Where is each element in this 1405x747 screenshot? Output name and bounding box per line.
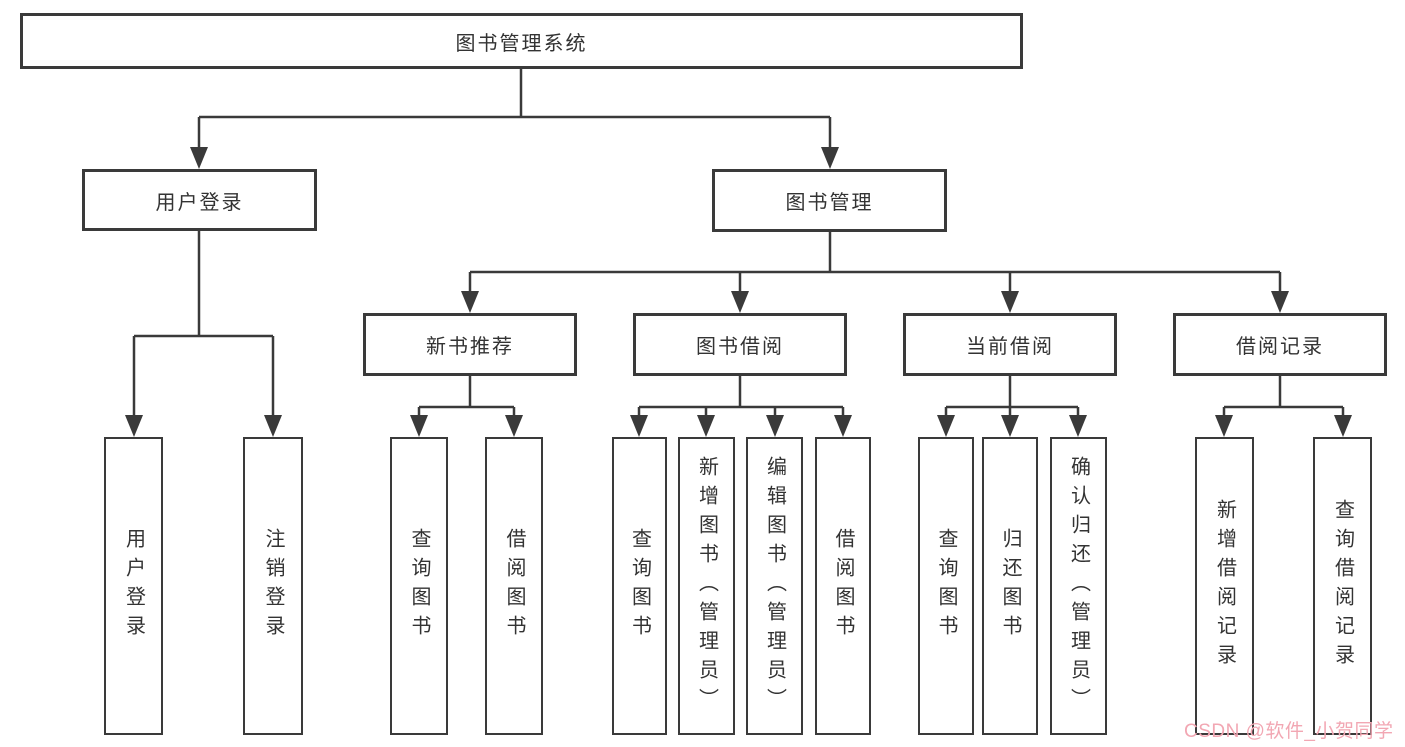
- node-borrow-record-label: 借阅记录: [1236, 336, 1324, 358]
- leaf-logout-label: 注销登录: [262, 528, 284, 644]
- node-current-borrow: 当前借阅: [903, 313, 1117, 376]
- leaf-recommend-query-books-label: 查询图书: [408, 528, 430, 644]
- leaf-current-query-books-label: 查询图书: [935, 528, 957, 644]
- node-book-borrow-label: 图书借阅: [696, 336, 784, 358]
- node-new-book-recommend-label: 新书推荐: [426, 336, 514, 358]
- leaf-borrow-query-books-label: 查询图书: [628, 528, 651, 644]
- leaf-add-books-admin: 新增图书（管理员）: [678, 437, 735, 735]
- leaf-current-query-books: 查询图书: [918, 437, 974, 735]
- leaf-return-books: 归还图书: [982, 437, 1038, 735]
- leaf-add-books-admin-label: 新增图书（管理员）: [695, 455, 718, 717]
- leaf-edit-books-admin: 编辑图书（管理员）: [746, 437, 803, 735]
- leaf-borrow-books-label: 借阅图书: [832, 528, 854, 644]
- node-new-book-recommend: 新书推荐: [363, 313, 577, 376]
- node-borrow-record: 借阅记录: [1173, 313, 1387, 376]
- node-book-management: 图书管理: [712, 169, 947, 232]
- node-book-management-label: 图书管理: [785, 192, 874, 214]
- node-user-login: 用户登录: [82, 169, 317, 231]
- leaf-edit-books-admin-label: 编辑图书（管理员）: [763, 455, 786, 717]
- csdn-watermark: CSDN @软件_小贺同学: [1184, 721, 1394, 742]
- leaf-recommend-borrow-books-label: 借阅图书: [503, 528, 525, 644]
- node-current-borrow-label: 当前借阅: [966, 336, 1054, 358]
- node-root-label: 图书管理系统: [455, 32, 588, 55]
- node-user-login-label: 用户登录: [155, 191, 244, 214]
- leaf-add-borrow-record: 新增借阅记录: [1195, 437, 1254, 735]
- leaf-return-books-label: 归还图书: [999, 528, 1021, 644]
- node-book-borrow: 图书借阅: [633, 313, 847, 376]
- leaf-recommend-borrow-books: 借阅图书: [485, 437, 543, 735]
- leaf-confirm-return-admin: 确认归还（管理员）: [1050, 437, 1107, 735]
- leaf-user-login: 用户登录: [104, 437, 163, 735]
- leaf-recommend-query-books: 查询图书: [390, 437, 448, 735]
- node-root: 图书管理系统: [20, 13, 1023, 69]
- leaf-query-borrow-record-label: 查询借阅记录: [1331, 499, 1354, 673]
- leaf-user-login-label: 用户登录: [122, 528, 145, 644]
- leaf-borrow-books: 借阅图书: [815, 437, 871, 735]
- leaf-query-borrow-record: 查询借阅记录: [1313, 437, 1372, 735]
- leaf-logout: 注销登录: [243, 437, 303, 735]
- leaf-add-borrow-record-label: 新增借阅记录: [1213, 499, 1236, 673]
- leaf-confirm-return-admin-label: 确认归还（管理员）: [1067, 455, 1090, 717]
- leaf-borrow-query-books: 查询图书: [612, 437, 667, 735]
